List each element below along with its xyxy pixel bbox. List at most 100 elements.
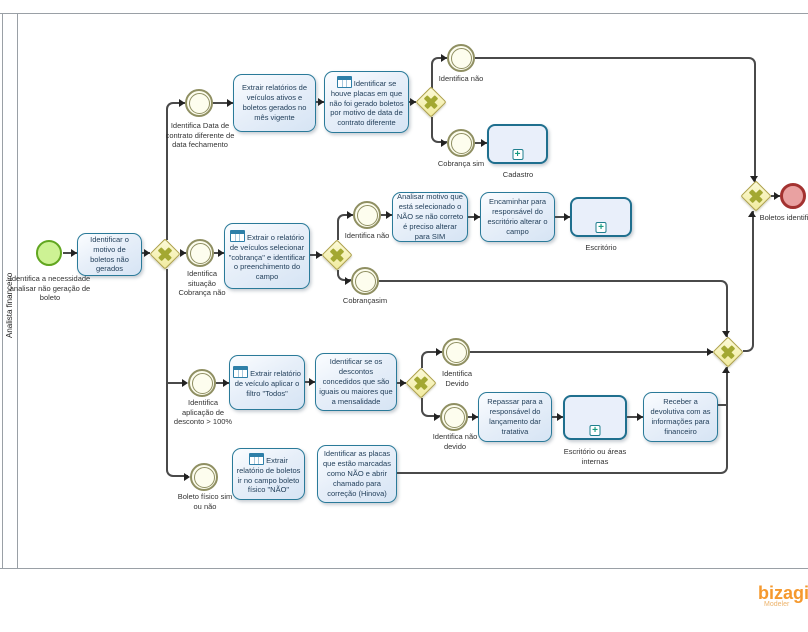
intermediate-event-desconto[interactable] xyxy=(188,369,216,397)
task-repassar[interactable]: Repassar para a responsável do lançament… xyxy=(478,392,552,442)
pool-left-border xyxy=(2,13,3,568)
arrowhead xyxy=(223,379,229,387)
sequence-flow xyxy=(718,404,728,406)
arrowhead xyxy=(386,211,392,219)
arrowhead xyxy=(748,211,756,217)
arrowhead xyxy=(441,54,447,62)
exclusive-gateway-main[interactable] xyxy=(149,238,181,270)
sequence-flow xyxy=(470,351,713,353)
sequence-flow xyxy=(63,252,77,254)
sequence-flow xyxy=(555,216,570,218)
event-label: Cobrança sim xyxy=(437,159,485,168)
lane-label: Analista financeiro xyxy=(5,272,14,338)
arrowhead xyxy=(410,98,416,106)
sequence-flow xyxy=(397,367,728,474)
task-extrair-relatorios[interactable]: Extrair relatórios de veículos ativos e … xyxy=(233,74,316,132)
task-receber-devolutiva[interactable]: Receber a devolutiva com as informações … xyxy=(643,392,718,442)
table-icon xyxy=(233,366,249,379)
arrowhead xyxy=(441,139,447,147)
task-analisar-motivo[interactable]: Analisar motivo que está selecionado o N… xyxy=(392,192,468,242)
exclusive-gateway-merge-bottom[interactable] xyxy=(712,336,744,368)
subprocess-label: Escritório ou áreas internas xyxy=(563,447,627,466)
subprocess-label: Cadastro xyxy=(502,170,534,179)
intermediate-event-cobranca-sim[interactable] xyxy=(447,129,475,157)
intermediate-event-identifica-nao-mid[interactable] xyxy=(353,201,381,229)
arrowhead xyxy=(774,192,780,200)
sequence-flow xyxy=(166,269,188,477)
task-identificar-motivo[interactable]: Identificar o motivo de boletos não gera… xyxy=(77,233,142,276)
arrowhead xyxy=(722,367,730,373)
exclusive-gateway-mid[interactable] xyxy=(321,239,353,271)
arrowhead xyxy=(750,176,758,182)
task-extrair-boleto-fisico[interactable]: Extrair relatório de boletos ir no campo… xyxy=(232,448,305,500)
arrowhead xyxy=(400,379,406,387)
task-extrair-filtro-todos[interactable]: Extrair relatório de veículo aplicar o f… xyxy=(229,355,305,410)
task-extrair-cobranca[interactable]: Extrair o relatório de veículos selecion… xyxy=(224,223,310,289)
arrowhead xyxy=(71,249,77,257)
pool-bottom-border xyxy=(0,568,808,569)
exclusive-gateway-top[interactable] xyxy=(415,86,447,118)
sequence-flow xyxy=(166,382,186,384)
intermediate-event-devido[interactable] xyxy=(442,338,470,366)
event-label: Identifica não xyxy=(438,74,484,83)
subprocess-escritorio[interactable]: + xyxy=(570,197,632,237)
arrowhead xyxy=(707,348,713,356)
arrowhead xyxy=(481,139,487,147)
exclusive-gateway-merge-top[interactable] xyxy=(740,180,772,212)
task-descontos[interactable]: Identificar se os descontos concedidos q… xyxy=(315,353,397,411)
pool-top-border xyxy=(0,13,808,14)
task-identificar-placas-data[interactable]: Identificar se houve placas em que não f… xyxy=(324,71,409,133)
subprocess-cadastro[interactable]: + xyxy=(487,124,548,164)
exclusive-gateway-desconto[interactable] xyxy=(405,367,437,399)
plus-icon: + xyxy=(595,222,607,233)
event-label: Identifica não devido xyxy=(432,432,478,451)
end-event-label: Boletos identificados xyxy=(759,213,808,222)
lane-divider xyxy=(17,13,18,568)
arrowhead xyxy=(180,249,186,257)
arrowhead xyxy=(179,99,185,107)
arrowhead xyxy=(218,249,224,257)
table-icon xyxy=(229,229,245,242)
sequence-flow xyxy=(379,280,728,337)
sequence-flow xyxy=(216,382,229,384)
arrowhead xyxy=(144,249,150,257)
end-event[interactable] xyxy=(780,183,806,209)
arrowhead xyxy=(637,413,643,421)
plus-icon: + xyxy=(512,149,523,160)
arrowhead xyxy=(309,378,315,386)
plus-icon: + xyxy=(589,425,601,436)
event-label: Boleto físico sim ou não xyxy=(177,492,233,511)
event-label: Identifica situação Cobrança não xyxy=(178,269,226,298)
arrowhead xyxy=(436,348,442,356)
arrowhead xyxy=(318,98,324,106)
arrowhead xyxy=(564,213,570,221)
sequence-flow xyxy=(431,57,447,88)
subprocess-label: Escritório xyxy=(585,243,617,252)
sequence-flow xyxy=(627,416,643,418)
arrowhead xyxy=(182,379,188,387)
sequence-flow xyxy=(213,102,233,104)
arrowhead xyxy=(474,213,480,221)
task-encaminhar[interactable]: Encaminhar para responsável do escritóri… xyxy=(480,192,555,242)
intermediate-event-boleto-fisico[interactable] xyxy=(190,463,218,491)
arrowhead xyxy=(434,413,440,421)
sequence-flow xyxy=(421,398,440,417)
subprocess-escritorio-areas[interactable]: + xyxy=(563,395,627,440)
arrowhead xyxy=(347,211,353,219)
event-label: Identifica aplicação de desconto > 100% xyxy=(173,398,233,427)
event-label: Identifica Devido xyxy=(441,369,473,388)
start-event-label: Identifica a necessidade analisar não ge… xyxy=(9,274,91,303)
sequence-flow xyxy=(166,102,185,240)
intermediate-event-identifica-nao-top[interactable] xyxy=(447,44,475,72)
task-identificar-placas-nao[interactable]: Identificar as placas que estão marcadas… xyxy=(317,445,397,503)
intermediate-event-situacao-cobranca[interactable] xyxy=(186,239,214,267)
arrowhead xyxy=(316,251,322,259)
intermediate-event-data-contrato[interactable] xyxy=(185,89,213,117)
intermediate-event-nao-devido[interactable] xyxy=(440,403,468,431)
start-event[interactable] xyxy=(36,240,62,266)
intermediate-event-cobrancasim[interactable] xyxy=(351,267,379,295)
arrowhead xyxy=(227,99,233,107)
sequence-flow xyxy=(743,211,754,352)
arrowhead xyxy=(472,413,478,421)
